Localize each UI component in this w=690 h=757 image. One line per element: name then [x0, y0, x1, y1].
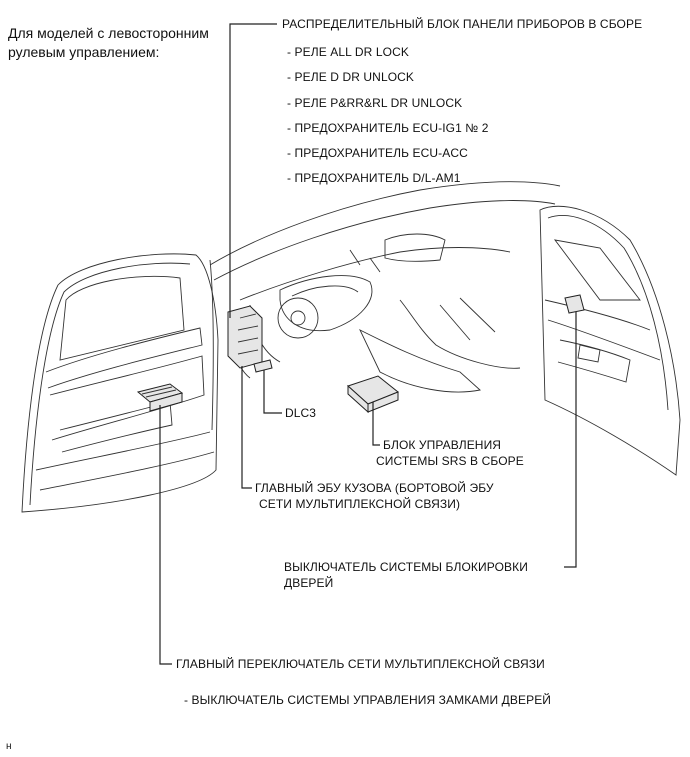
- door-lock-switch-label-line2: ДВЕРЕЙ: [284, 576, 334, 590]
- relay-all-dr-lock-label: - РЕЛЕ ALL DR LOCK: [287, 45, 409, 59]
- srs-ecu-label-line2: СИСТЕМЫ SRS В СБОРЕ: [376, 454, 524, 468]
- fuse-dl-am1-label: - ПРЕДОХРАНИТЕЛЬ D/L-AM1: [287, 171, 461, 185]
- dlc3-label: DLC3: [285, 406, 317, 420]
- srs-ecu-label-line1: БЛОК УПРАВЛЕНИЯ: [383, 438, 502, 452]
- relay-p-rr-rl-dr-unlock-label: - РЕЛЕ P&RR&RL DR UNLOCK: [287, 96, 463, 110]
- diagram-title: Для моделей с левосторонним рулевым упра…: [8, 25, 209, 60]
- dashboard-drawing: [209, 181, 561, 414]
- left-door-drawing: [21, 253, 219, 513]
- fuse-ecu-ig1-2-label: - ПРЕДОХРАНИТЕЛЬ ECU-IG1 № 2: [287, 121, 489, 135]
- door-lock-control-switch-label: - ВЫКЛЮЧАТЕЛЬ СИСТЕМЫ УПРАВЛЕНИЯ ЗАМКАМИ…: [184, 693, 552, 707]
- door-lock-switch-label-line1: ВЫКЛЮЧАТЕЛЬ СИСТЕМЫ БЛОКИРОВКИ: [284, 560, 528, 574]
- figure-code: н: [6, 741, 12, 752]
- right-door-drawing: [539, 205, 681, 476]
- body-ecu-label-line1: ГЛАВНЫЙ ЭБУ КУЗОВА (БОРТОВОЙ ЭБУ: [255, 481, 494, 495]
- leader-lines: [159, 23, 577, 665]
- fuse-ecu-acc-label: - ПРЕДОХРАНИТЕЛЬ ECU-ACC: [287, 146, 468, 160]
- body-ecu-label-line2: СЕТИ МУЛЬТИПЛЕКСНОЙ СВЯЗИ): [259, 497, 461, 511]
- instrument-panel-junction-block-label: РАСПРЕДЕЛИТЕЛЬНЫЙ БЛОК ПАНЕЛИ ПРИБОРОВ В…: [282, 17, 643, 31]
- relay-d-dr-unlock-label: - РЕЛЕ D DR UNLOCK: [287, 70, 415, 84]
- master-switch-label: ГЛАВНЫЙ ПЕРЕКЛЮЧАТЕЛЬ СЕТИ МУЛЬТИПЛЕКСНО…: [176, 657, 545, 671]
